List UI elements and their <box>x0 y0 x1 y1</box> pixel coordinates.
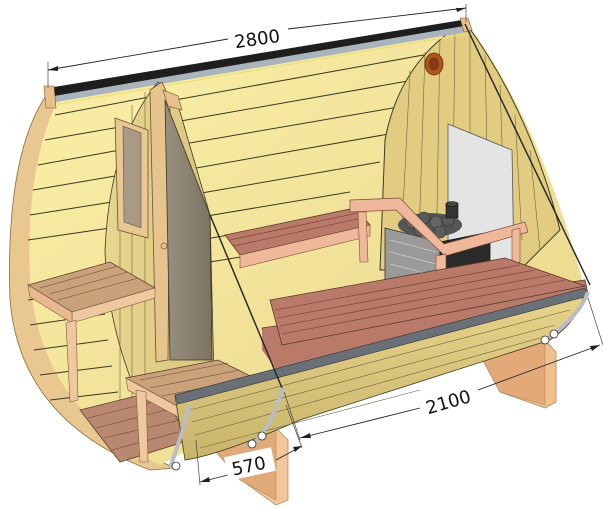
dimension-label-interior-length: 2100 <box>424 386 474 419</box>
changing-room-step <box>79 359 277 463</box>
steel-bands <box>168 291 590 471</box>
changing-room-bench <box>27 261 157 403</box>
partition-wall <box>104 81 216 441</box>
door-handle-icon <box>160 242 168 250</box>
base-supports <box>209 339 557 506</box>
vent-icon <box>424 52 444 76</box>
dimension-changing-room: 570 <box>195 404 303 486</box>
upper-bench <box>224 207 371 269</box>
glass-door <box>164 99 213 361</box>
heater-guard <box>349 197 529 301</box>
dimension-label-length: 2800 <box>233 26 281 53</box>
end-wall-front <box>174 23 591 461</box>
door-window <box>114 117 149 239</box>
